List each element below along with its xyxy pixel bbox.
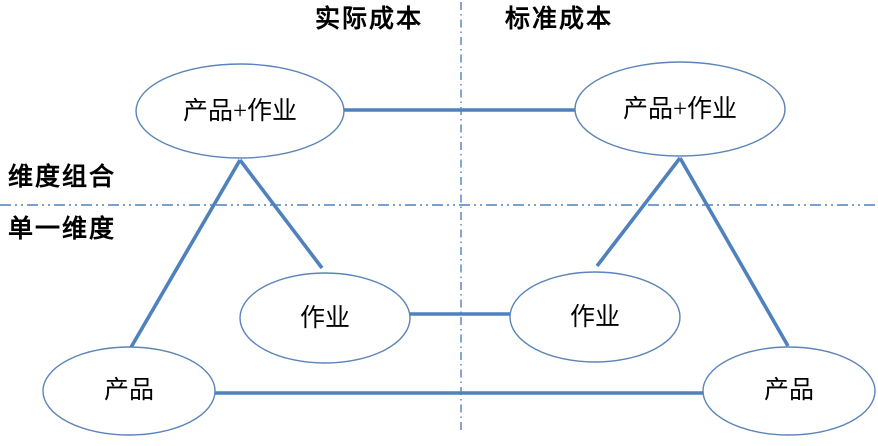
node-ellipse-standard-product-activity: [574, 61, 786, 157]
column-label-actual-cost: 实际成本: [315, 6, 424, 33]
node-label-standard-product: 产品: [763, 376, 814, 404]
node-ellipse-actual-activity: [239, 272, 411, 364]
row-label-single-dimension: 单一维度: [8, 216, 117, 243]
column-label-standard-cost: 标准成本: [505, 6, 614, 33]
row-label-combined-dimension: 维度组合: [8, 164, 117, 191]
node-ellipse-standard-product: [702, 346, 876, 436]
edge-actual-pa-to-product: [128, 159, 242, 350]
edge-standard-pa-to-product: [678, 157, 790, 347]
node-ellipse-standard-activity: [509, 271, 681, 363]
edge-standard-pa-to-activity: [595, 156, 682, 268]
node-ellipse-actual-product: [42, 346, 216, 436]
node-label-actual-product-activity: 产品+作业: [182, 97, 298, 125]
node-ellipse-actual-product-activity: [135, 63, 345, 159]
node-label-actual-activity: 作业: [299, 304, 350, 332]
node-label-actual-product: 产品: [103, 376, 154, 404]
edge-actual-pa-to-activity: [238, 158, 324, 270]
node-label-standard-activity: 作业: [569, 303, 620, 331]
node-label-standard-product-activity: 产品+作业: [622, 95, 738, 123]
